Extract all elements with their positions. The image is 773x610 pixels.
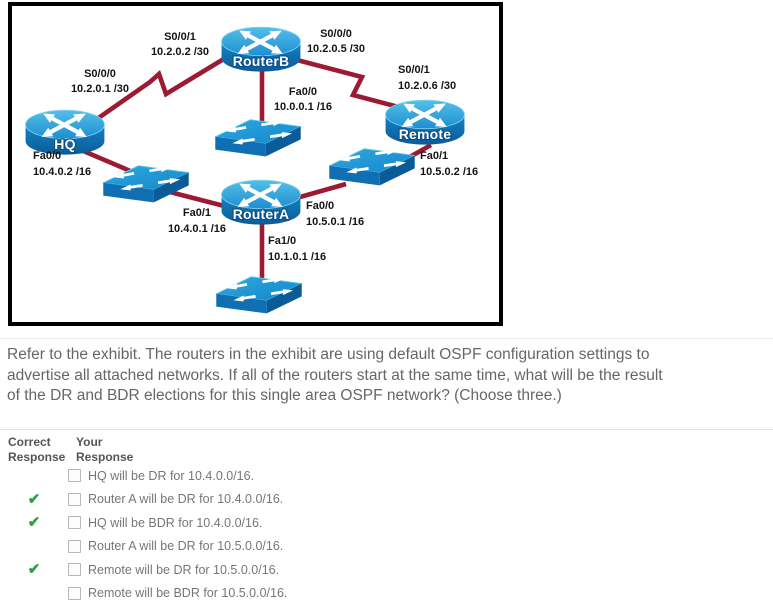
- answer-checkbox[interactable]: [68, 563, 81, 577]
- switch-icon-bottom: [216, 275, 302, 315]
- question-line-2: advertise all attached networks. If all …: [7, 366, 663, 384]
- answer-row: Remote will be BDR for 10.5.0.0/16.: [0, 582, 480, 606]
- serial-link-hq-routerb: [95, 55, 229, 121]
- intf-routerb-fa: Fa0/0: [289, 86, 317, 98]
- intf-remote-fa: Fa0/1: [420, 150, 448, 162]
- answer-label: HQ will be BDR for 10.4.0.0/16.: [88, 515, 263, 530]
- ip-routera-down: 10.1.0.1 /16: [268, 251, 326, 263]
- serial-link-routerb-remote: [296, 57, 411, 113]
- answer-checkbox[interactable]: [68, 586, 81, 600]
- answer-row: Router A will be DR for 10.5.0.0/16.: [0, 535, 480, 559]
- device-label-remote: Remote: [399, 126, 452, 142]
- answer-row: ✔ Remote will be DR for 10.5.0.0/16.: [0, 558, 480, 582]
- switch-icon-right: [329, 147, 415, 187]
- question-text: Refer to the exhibit. The routers in the…: [7, 345, 773, 407]
- answer-label: Router A will be DR for 10.4.0.0/16.: [88, 492, 284, 507]
- your-response-header: Your Response: [76, 435, 134, 464]
- ip-remote-serial: 10.2.0.6 /30: [398, 80, 456, 92]
- ip-routerb-left: 10.2.0.2 /30: [151, 46, 209, 58]
- intf-hq-fa: Fa0/0: [33, 150, 61, 162]
- question-line-3: of the DR and BDR elections for this sin…: [7, 387, 562, 405]
- intf-routerb-right: S0/0/0: [320, 28, 352, 40]
- device-label-routerb: RouterB: [233, 53, 290, 69]
- answer-label: HQ will be DR for 10.4.0.0/16.: [88, 468, 255, 483]
- ip-routerb-fa: 10.0.0.1 /16: [274, 101, 332, 113]
- answer-options: HQ will be DR for 10.4.0.0/16. ✔ Router …: [0, 464, 480, 605]
- intf-routera-down: Fa1/0: [268, 235, 296, 247]
- ip-hq-serial: 10.2.0.1 /30: [71, 83, 129, 95]
- answer-row: HQ will be DR for 10.4.0.0/16.: [0, 464, 480, 488]
- correct-check-icon: ✔: [27, 514, 41, 532]
- answer-checkbox[interactable]: [68, 492, 81, 506]
- intf-routera-right: Fa0/0: [306, 200, 334, 212]
- intf-routerb-left: S0/0/1: [164, 31, 196, 43]
- correct-check-icon: ✔: [27, 561, 41, 579]
- ip-routerb-right: 10.2.0.5 /30: [307, 43, 365, 55]
- ethernet-link-switch-routera: [165, 188, 233, 211]
- correct-check-icon: ✔: [27, 490, 41, 508]
- ip-remote-fa: 10.5.0.2 /16: [420, 166, 478, 178]
- intf-hq-serial: S0/0/0: [84, 68, 116, 80]
- switch-icon-left: [103, 164, 189, 204]
- answer-label: Router A will be DR for 10.5.0.0/16.: [88, 539, 284, 554]
- intf-remote-serial: S0/0/1: [398, 64, 430, 76]
- network-exhibit: RouterB HQ Remote RouterA S0/0/0 10.2.0.…: [8, 2, 503, 326]
- section-divider-answers: [0, 429, 773, 430]
- answer-checkbox[interactable]: [68, 469, 81, 483]
- answer-checkbox[interactable]: [68, 516, 81, 530]
- ethernet-link-routera-switch: [292, 181, 347, 202]
- intf-routera-left: Fa0/1: [183, 207, 211, 219]
- ip-routera-right: 10.5.0.1 /16: [306, 216, 364, 228]
- answer-row: ✔ HQ will be BDR for 10.4.0.0/16.: [0, 511, 480, 535]
- device-label-routera: RouterA: [233, 206, 290, 222]
- question-line-1: Refer to the exhibit. The routers in the…: [7, 346, 650, 363]
- device-label-hq: HQ: [54, 136, 75, 152]
- answer-checkbox[interactable]: [68, 539, 81, 553]
- network-diagram: RouterB HQ Remote RouterA S0/0/0 10.2.0.…: [12, 6, 478, 315]
- switch-icon-center: [215, 118, 301, 158]
- answer-label: Remote will be DR for 10.5.0.0/16.: [88, 562, 280, 577]
- ip-routera-left: 10.4.0.1 /16: [168, 223, 226, 235]
- answer-row: ✔ Router A will be DR for 10.4.0.0/16.: [0, 488, 480, 512]
- answer-label: Remote will be BDR for 10.5.0.0/16.: [88, 586, 288, 601]
- section-divider-top: [0, 338, 773, 339]
- interface-labels: S0/0/0 10.2.0.1 /30 S0/0/1 10.2.0.2 /30 …: [33, 28, 478, 263]
- ip-hq-fa: 10.4.0.2 /16: [33, 166, 91, 178]
- correct-response-header: Correct Response: [8, 435, 66, 464]
